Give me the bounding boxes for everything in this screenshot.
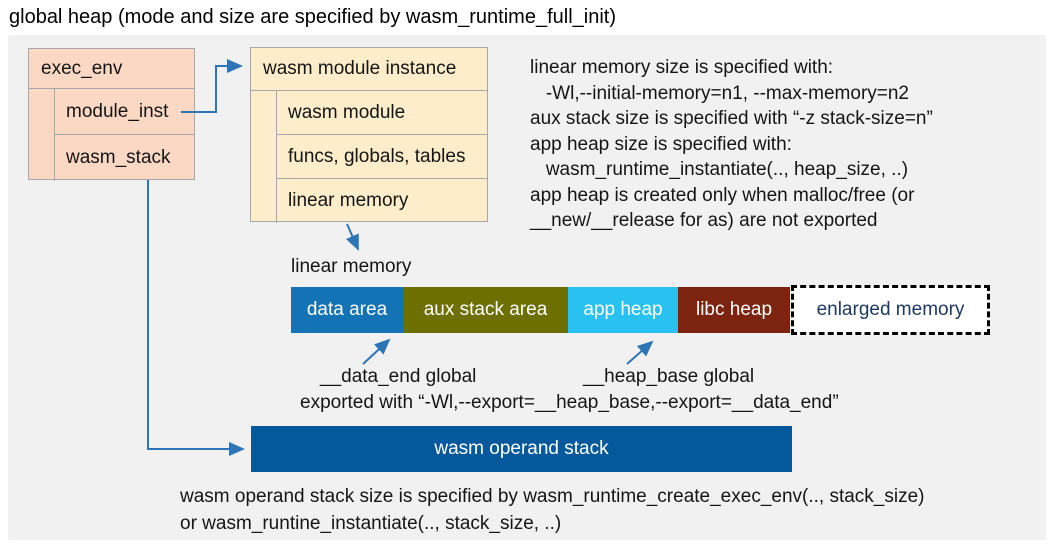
segment-enlarged-memory: enlarged memory — [791, 285, 990, 335]
wasm-operand-stack-label: wasm operand stack — [434, 438, 609, 459]
linear-memory-label: linear memory — [291, 256, 412, 277]
note-line: -Wl,--initial-memory=n1, --max-memory=n2 — [530, 82, 909, 104]
module-instance-row-linear-memory: linear memory — [276, 179, 487, 223]
note-line: wasm operand stack size is specified by … — [180, 486, 925, 507]
note-line: linear memory size is specified with: — [530, 57, 834, 78]
exported-with-label: exported with “-Wl,--export=__heap_base,… — [300, 392, 839, 413]
note-line: __new/__release for as) are not exported — [530, 210, 878, 231]
note-line: wasm_runtime_instantiate(.., heap_size, … — [530, 159, 909, 180]
note-line: or wasm_runtine_instantiate(.., stack_si… — [180, 513, 562, 534]
data-end-global-label: __data_end global — [320, 366, 477, 387]
wasm-module-instance-box: wasm module instance wasm module funcs, … — [250, 47, 488, 223]
exec-env-row-module-inst: module_inst — [54, 89, 194, 135]
segment-app-heap: app heap — [568, 287, 678, 333]
diagram-title: global heap (mode and size are specified… — [9, 6, 616, 28]
segment-libc-heap: libc heap — [678, 287, 790, 333]
note-line: app heap size is specified with: — [530, 133, 792, 155]
heap-base-global-label: __heap_base global — [583, 366, 755, 387]
exec-env-box: exec_env module_inst wasm_stack — [28, 48, 195, 181]
wasm-module-instance-header: wasm module instance — [251, 48, 487, 91]
exec-env-row-wasm-stack: wasm_stack — [54, 135, 194, 181]
module-instance-row-funcs-globals-tables: funcs, globals, tables — [276, 135, 487, 179]
linear-memory-bar: data area aux stack area app heap libc h… — [291, 287, 790, 333]
note-line: aux stack size is specified with “-z sta… — [530, 108, 933, 129]
exec-env-header: exec_env — [29, 49, 194, 89]
operand-stack-notes: wasm operand stack size is specified by … — [180, 483, 925, 537]
segment-aux-stack-area: aux stack area — [403, 287, 568, 333]
wasm-operand-stack-bar: wasm operand stack — [251, 426, 792, 472]
note-line: app heap is created only when malloc/fre… — [530, 184, 915, 206]
segment-data-area: data area — [291, 287, 403, 333]
linear-memory-notes: linear memory size is specified with: -W… — [530, 55, 933, 234]
module-instance-row-wasm-module: wasm module — [276, 91, 487, 135]
